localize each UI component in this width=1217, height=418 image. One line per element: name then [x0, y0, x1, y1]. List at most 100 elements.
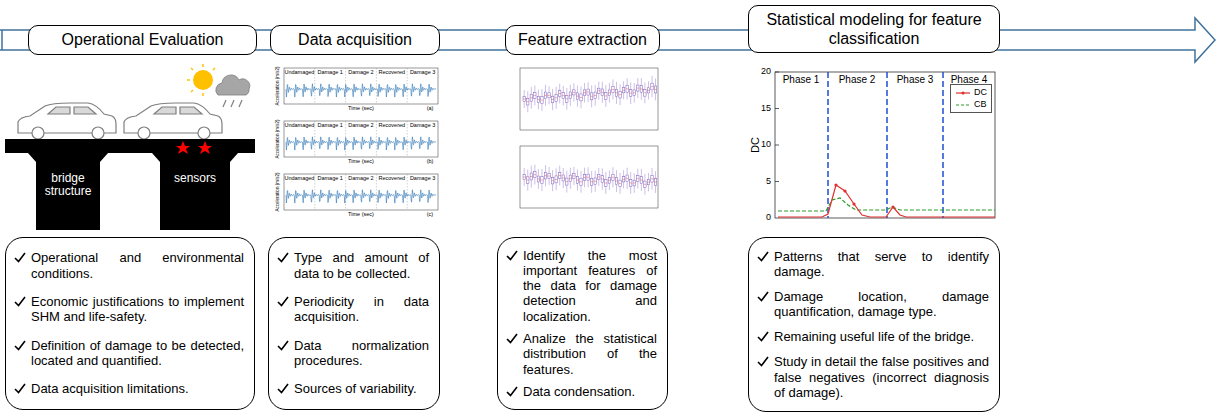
whisker	[584, 83, 585, 103]
plot-label: Damage 3	[410, 175, 435, 181]
sun-rays	[187, 64, 215, 96]
plot-label: Time (sec)	[348, 105, 374, 111]
box	[654, 179, 656, 186]
whisker	[545, 165, 546, 186]
box	[598, 174, 600, 179]
checkmark-stroke	[15, 253, 25, 262]
box	[654, 86, 656, 93]
box	[559, 91, 561, 97]
median	[644, 184, 646, 185]
box	[598, 88, 600, 93]
checkmark	[506, 333, 518, 344]
box	[647, 180, 649, 185]
median	[527, 180, 529, 181]
whisker	[602, 168, 603, 189]
box	[544, 172, 546, 179]
chart-label: 0	[766, 213, 771, 223]
segment-divider	[407, 174, 408, 210]
legend-row: CB	[955, 99, 987, 111]
plot-label: Damage 1	[317, 175, 342, 181]
checkmark	[14, 340, 26, 351]
segment-divider	[376, 68, 377, 104]
median	[608, 92, 610, 93]
acceleration-signal	[286, 190, 436, 203]
stage-title: Statistical modeling for feature classif…	[757, 10, 991, 48]
box	[530, 94, 532, 101]
whisker	[566, 171, 567, 193]
plot-label: Damage 1	[317, 122, 342, 128]
box	[619, 180, 621, 186]
segment-divider	[407, 68, 408, 104]
median	[626, 88, 628, 89]
chart-label: 20	[761, 67, 771, 77]
checkmark	[757, 331, 769, 342]
chart-label: 5	[766, 177, 771, 187]
box	[527, 177, 529, 184]
median	[637, 88, 639, 89]
median	[633, 92, 635, 93]
box	[541, 97, 543, 104]
car	[18, 103, 116, 139]
median	[562, 95, 564, 96]
median	[640, 180, 642, 181]
whisker	[581, 171, 582, 193]
median	[598, 90, 600, 91]
rain	[223, 100, 242, 107]
segment-divider	[376, 174, 377, 210]
plot-label: Acceleration (m/s2)	[276, 173, 281, 212]
box	[530, 173, 532, 180]
checklist-item: Data acquisition limitations.	[14, 381, 244, 396]
whisker	[524, 90, 525, 108]
whisker	[595, 85, 596, 106]
box	[612, 174, 614, 180]
whisker	[573, 83, 574, 101]
cb-line	[778, 198, 995, 211]
checklist-item: Periodicity in data acquisition.	[277, 294, 429, 325]
box	[612, 86, 614, 92]
whisker	[598, 82, 599, 100]
segment-divider	[314, 121, 315, 157]
segment-divider	[407, 121, 408, 157]
box	[548, 174, 550, 179]
whisker	[637, 78, 638, 98]
phase-divider	[828, 72, 943, 218]
median	[590, 96, 592, 97]
chart-legend: DCCB	[950, 84, 992, 113]
checklist-box: Identify the most important features of …	[497, 237, 668, 410]
whisker	[598, 168, 599, 186]
median	[537, 179, 539, 180]
median	[548, 176, 550, 177]
median	[619, 94, 621, 95]
box	[622, 177, 624, 182]
whisker	[591, 85, 592, 107]
box	[622, 88, 624, 93]
median	[580, 181, 582, 182]
checklist-text: Remaining useful life of the bridge.	[774, 329, 989, 344]
chart-frame	[775, 72, 995, 218]
box	[555, 176, 557, 183]
box	[562, 175, 564, 181]
box	[601, 89, 603, 96]
box	[583, 175, 585, 181]
box	[551, 96, 553, 103]
whisker	[605, 85, 606, 107]
checkmark	[757, 251, 769, 262]
median	[601, 92, 603, 93]
box	[637, 176, 639, 182]
median	[580, 97, 582, 98]
median	[587, 177, 589, 178]
whisker	[634, 173, 635, 192]
stage-box: Feature extraction	[505, 25, 660, 54]
whisker	[655, 79, 656, 101]
median	[633, 183, 635, 184]
stage-box: Data acquisition	[270, 25, 440, 54]
median	[612, 89, 614, 90]
whisker	[630, 172, 631, 194]
median	[530, 176, 532, 177]
median	[630, 93, 632, 94]
median	[562, 178, 564, 179]
checkmark	[506, 250, 518, 261]
whisker	[620, 173, 621, 194]
box	[633, 90, 635, 96]
whisker	[531, 87, 532, 109]
